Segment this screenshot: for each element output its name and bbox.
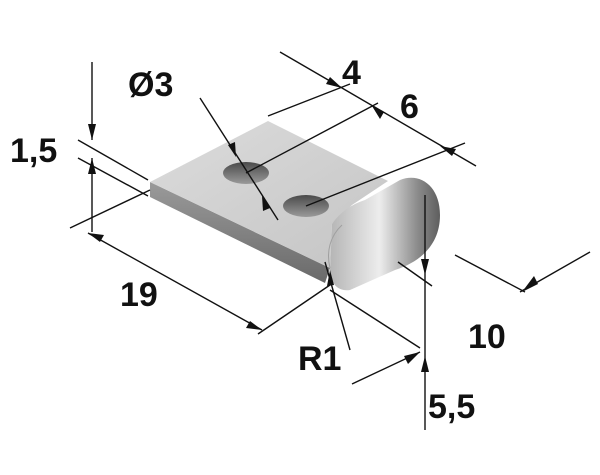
dim-length-label: 19 [120,276,158,314]
dim-hole-diameter-label: Ø3 [128,66,173,104]
leaf-front-edge [150,182,330,283]
dim-width-label: 10 [468,318,506,356]
dimension-lines [69,51,591,430]
leaf-top-face [150,121,388,268]
dim-hole-spacing-label: 4 [342,54,361,92]
dim-thickness-label: 1,5 [10,132,57,170]
dim-knuckle-height-label: 5,5 [428,388,475,426]
knuckle-fillet-edge [328,224,343,269]
dim-hole-offset-label: 6 [400,88,419,126]
hinge-knuckle [330,177,440,291]
dim-radius-label: R1 [298,340,341,378]
